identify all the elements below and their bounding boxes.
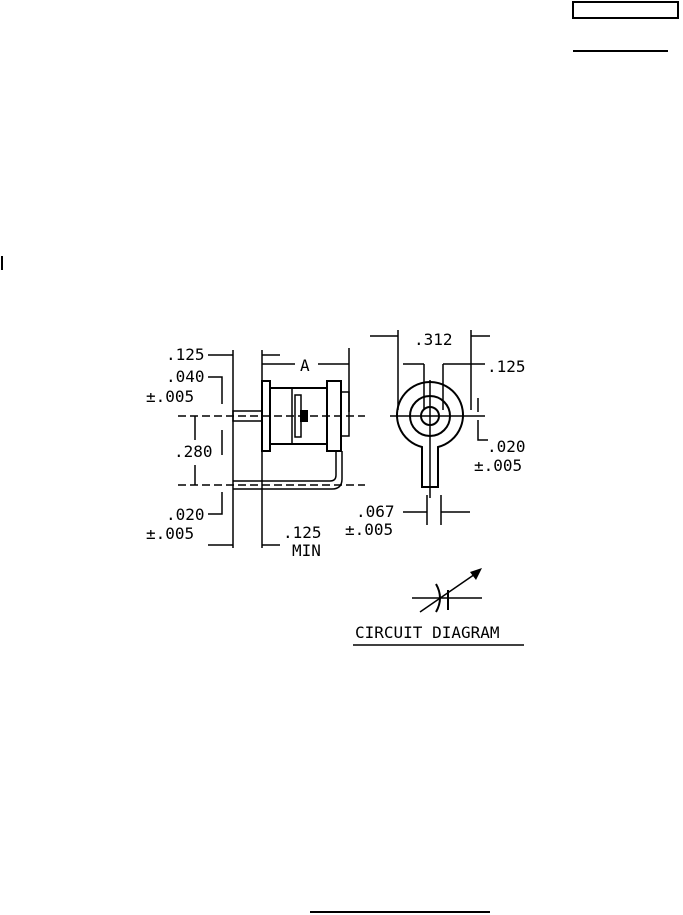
dim-tab: .067: [356, 502, 395, 521]
dim-inner: .125: [487, 357, 526, 376]
dim-lead-dia: .020: [166, 505, 205, 524]
dim-lead-length: .125: [166, 345, 205, 364]
circuit-diagram-label: CIRCUIT DIAGRAM: [355, 623, 500, 642]
dim-gap: .020: [487, 437, 526, 456]
variable-capacitor-symbol: [412, 568, 482, 613]
dim-min-label: MIN: [292, 541, 321, 560]
dim-gap-tol: ±.005: [474, 456, 522, 475]
dim-body-a: A: [300, 356, 310, 375]
dim-pin-tol: ±.005: [146, 387, 194, 406]
dim-tab-tol: ±.005: [345, 520, 393, 539]
title-box: [572, 1, 679, 19]
side-view: [178, 348, 365, 548]
end-view: [370, 330, 490, 525]
dim-lead-tol: ±.005: [146, 524, 194, 543]
dim-min-length: .125: [283, 523, 322, 542]
dim-pin-dia: .040: [166, 367, 205, 386]
dim-spacing: .280: [174, 442, 213, 461]
dim-outer: .312: [414, 330, 453, 349]
